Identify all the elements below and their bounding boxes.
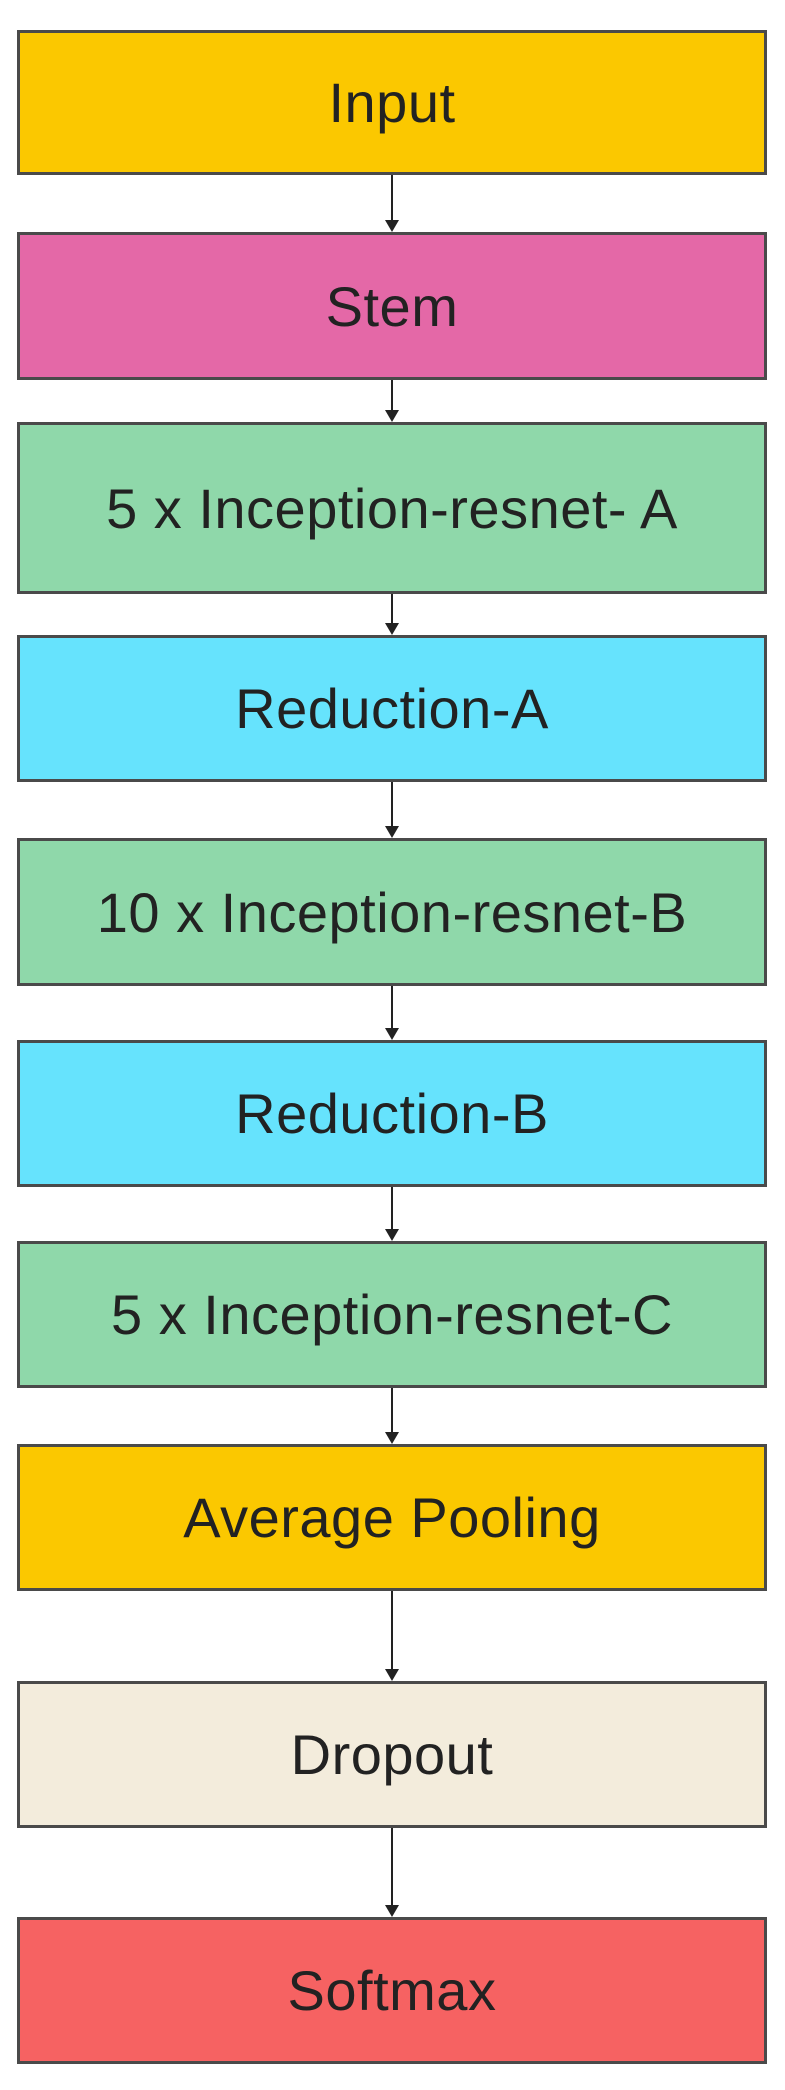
average-pooling-block: Average Pooling bbox=[17, 1444, 767, 1591]
arrow-inception-resnet-b-to-reduction-b bbox=[385, 986, 399, 1040]
reduction-b-block: Reduction-B bbox=[17, 1040, 767, 1187]
inception-resnet-c-block: 5 x Inception-resnet-C bbox=[17, 1241, 767, 1388]
arrow-dropout-to-softmax bbox=[385, 1828, 399, 1917]
arrow-input-to-stem bbox=[385, 175, 399, 232]
arrow-inception-resnet-c-to-average-pooling bbox=[385, 1388, 399, 1444]
inception-resnet-a-block: 5 x Inception-resnet- A bbox=[17, 422, 767, 594]
arrow-reduction-b-to-inception-resnet-c bbox=[385, 1187, 399, 1241]
stem-block: Stem bbox=[17, 232, 767, 380]
arrow-inception-resnet-a-to-reduction-a bbox=[385, 594, 399, 635]
arrow-average-pooling-to-dropout bbox=[385, 1591, 399, 1681]
arrow-reduction-a-to-inception-resnet-b bbox=[385, 782, 399, 838]
softmax-block: Softmax bbox=[17, 1917, 767, 2064]
reduction-a-block: Reduction-A bbox=[17, 635, 767, 782]
input-block: Input bbox=[17, 30, 767, 175]
dropout-block: Dropout bbox=[17, 1681, 767, 1828]
arrow-stem-to-inception-resnet-a bbox=[385, 380, 399, 422]
inception-resnet-b-block: 10 x Inception-resnet-B bbox=[17, 838, 767, 986]
